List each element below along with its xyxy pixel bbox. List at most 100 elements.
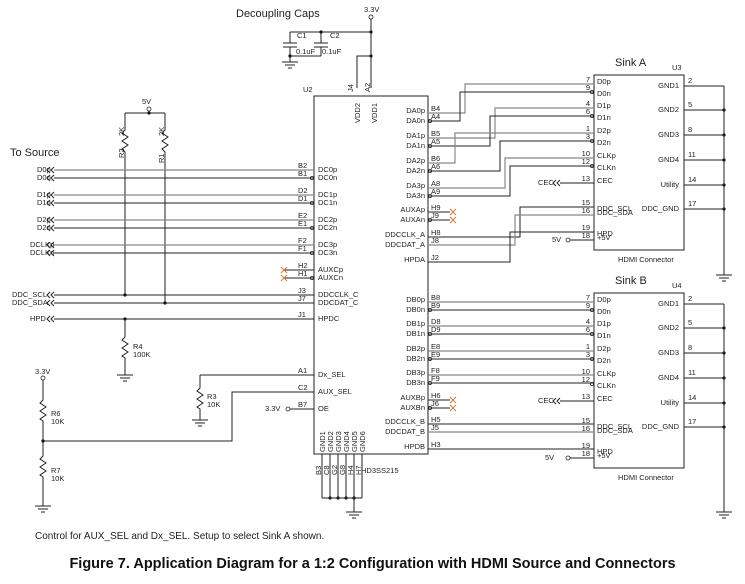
sink-pin-num: 15 bbox=[582, 198, 590, 207]
decoupling-supply-label: 3.3V bbox=[364, 5, 379, 14]
u2-gnd-num-group: H7 bbox=[354, 465, 363, 475]
u2-pin-name: Dx_SEL bbox=[318, 370, 346, 379]
r4-ref: R4 bbox=[133, 342, 143, 351]
source-signal-label: D1p bbox=[37, 190, 51, 199]
sink-pin-num: 7 bbox=[586, 293, 590, 302]
sink-pin-num: 2 bbox=[688, 294, 692, 303]
sink-pin-num: 6 bbox=[586, 325, 590, 334]
junction-dot bbox=[147, 111, 151, 115]
u2-pin-name: VDD1 bbox=[370, 103, 379, 123]
sink-pin-name: DDC_GND bbox=[642, 204, 680, 213]
u2-pin-num: A8 bbox=[431, 179, 440, 188]
connector-arrow-icon bbox=[46, 191, 55, 199]
sink-wire bbox=[428, 214, 594, 246]
u2-pin-num: J8 bbox=[431, 236, 439, 245]
sink-pin-num: 16 bbox=[582, 206, 590, 215]
cec-label: CEC bbox=[538, 178, 554, 187]
sink-title: Sink A bbox=[615, 57, 647, 69]
u2-pin-name: DA1p bbox=[406, 131, 425, 140]
u2-gnd-bus bbox=[322, 497, 362, 512]
sink-pin-name: D0p bbox=[597, 295, 611, 304]
sink-wire bbox=[428, 91, 594, 122]
sink-pin-num: 12 bbox=[582, 375, 590, 384]
u2-gnd-name-group: GND1 bbox=[318, 431, 327, 452]
source-signal-label: HPD bbox=[30, 314, 46, 323]
source-signal-label: D1n bbox=[37, 198, 51, 207]
decoupling-title: Decoupling Caps bbox=[236, 8, 320, 20]
junction-dot bbox=[163, 301, 167, 305]
sink-pin-name: Utility bbox=[661, 180, 680, 189]
u2-pin-num: D2 bbox=[298, 186, 308, 195]
r7-value: 10K bbox=[51, 474, 64, 483]
ground-icon bbox=[716, 274, 732, 282]
no-connect-icon bbox=[449, 216, 457, 224]
u2-pin-name: HPDB bbox=[404, 442, 425, 451]
sink-pin-num: 7 bbox=[586, 75, 590, 84]
u2-pin-num: F9 bbox=[431, 374, 440, 383]
u2-pin-num: J1 bbox=[298, 310, 306, 319]
u2-gnd-num-group: C8 bbox=[322, 465, 331, 475]
u2-gnd-name-group: GND3 bbox=[334, 431, 343, 452]
supply-terminal-icon bbox=[40, 375, 46, 381]
pullup-supply-label: 5V bbox=[142, 97, 151, 106]
sink-pin-name: GND4 bbox=[658, 155, 679, 164]
junction-dot bbox=[369, 30, 373, 34]
ground-icon bbox=[716, 511, 732, 519]
u2-pin-name: DDCDAT_A bbox=[385, 240, 425, 249]
u2-pin-name: DDCDAT_C bbox=[318, 298, 359, 307]
u2-pin-num: J3 bbox=[298, 286, 306, 295]
ground-icon bbox=[282, 56, 298, 69]
sink-pin-name: CLKp bbox=[597, 151, 616, 160]
u2-pin-num: H7 bbox=[354, 465, 363, 475]
u2-pin-num: G8 bbox=[338, 465, 347, 475]
connector-arrow-icon bbox=[46, 199, 55, 207]
sink-pin-num: 3 bbox=[586, 350, 590, 359]
u2-pin-num: A4 bbox=[431, 112, 440, 121]
u2-pin-name: DB0n bbox=[406, 305, 425, 314]
r4-resistor bbox=[117, 319, 133, 382]
figure-note: Control for AUX_SEL and Dx_SEL. Setup to… bbox=[35, 531, 325, 542]
u2-pin-name: DB1p bbox=[406, 319, 425, 328]
connector-arrow-icon bbox=[46, 174, 55, 182]
u2-pin-name: AUXBp bbox=[400, 393, 425, 402]
u2-pin-num: B7 bbox=[298, 400, 307, 409]
u2-pin-num: H2 bbox=[298, 261, 308, 270]
u2-right-pins: B4DA0pA4DA0nB5DA1pA5DA1nB6DA2pA6DA2nA8DA… bbox=[385, 104, 457, 451]
u2-pin-num: E8 bbox=[431, 342, 440, 351]
supply-terminal-icon bbox=[285, 406, 291, 412]
sink-pin-name: D2n bbox=[597, 138, 611, 147]
control-network bbox=[35, 374, 314, 513]
no-connect-icon bbox=[280, 274, 288, 282]
sink-wire bbox=[428, 157, 594, 189]
sink-pin-name: D1n bbox=[597, 331, 611, 340]
source-signal-label: D0p bbox=[37, 165, 51, 174]
u2-pin-name: GND1 bbox=[318, 431, 327, 452]
u2-pin-name: DC0p bbox=[318, 165, 337, 174]
source-signal-label: DDC_SDA bbox=[12, 298, 48, 307]
supply-terminal-icon bbox=[565, 237, 571, 243]
sink-pin-name: GND1 bbox=[658, 81, 679, 90]
u2-pin-name: HPDA bbox=[404, 255, 425, 264]
r1-value: 2K bbox=[157, 127, 166, 136]
u2-pin-name: DDCCLK_A bbox=[385, 230, 425, 239]
sink-pin-num: 12 bbox=[582, 157, 590, 166]
u2-pin-num: B5 bbox=[431, 129, 440, 138]
u2-gnd-num-group: G2 bbox=[330, 465, 339, 475]
u2-pin-num: A9 bbox=[431, 187, 440, 196]
u2-pin-num: J9 bbox=[431, 211, 439, 220]
source-signals: D0pD0nD1pD1nD2pD2nDCLKpDCLKnDDC_SCLDDC_S… bbox=[12, 165, 314, 323]
sink-pin-num: 9 bbox=[586, 83, 590, 92]
no-connect-icon bbox=[449, 208, 457, 216]
r2-value: 2K bbox=[117, 127, 126, 136]
u2-pin-num: J4 bbox=[346, 84, 355, 92]
u2-pin-num: D9 bbox=[431, 325, 441, 334]
u2-pin-name: AUXBn bbox=[400, 403, 425, 412]
u2-pin-num: B3 bbox=[314, 466, 323, 475]
u2-pin-num: B9 bbox=[431, 301, 440, 310]
junction-dot bbox=[123, 293, 127, 297]
sink-pin-name: D2p bbox=[597, 126, 611, 135]
sink-pin-num: 6 bbox=[586, 107, 590, 116]
